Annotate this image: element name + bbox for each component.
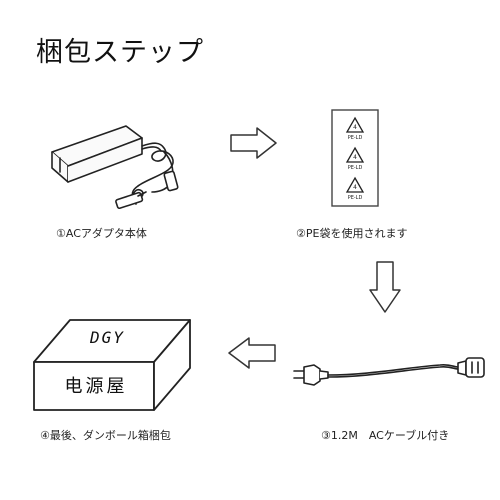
arrow-down-icon xyxy=(368,260,402,314)
page-title: 梱包ステップ xyxy=(36,37,204,68)
pe-bag-label-3: PE-LD xyxy=(347,195,363,201)
cardboard-box-icon: DGY 电源屋 xyxy=(30,310,195,415)
step-1-caption: ①ACアダプタ本体 xyxy=(56,227,147,240)
arrow-right-icon xyxy=(229,126,279,160)
svg-text:4: 4 xyxy=(353,184,357,191)
step-2-caption: ②PE袋を使用されます xyxy=(296,227,408,240)
pe-bag-icon: 4 4 4 PE-LD PE-LD PE-LD xyxy=(330,108,382,208)
svg-text:4: 4 xyxy=(353,154,357,161)
ac-adapter-icon xyxy=(42,108,192,213)
svg-text:4: 4 xyxy=(353,124,357,131)
pe-bag-label-1: PE-LD xyxy=(347,135,363,141)
power-cable-icon xyxy=(290,345,490,395)
box-top-label: DGY xyxy=(90,328,125,347)
step-4-caption: ④最後、ダンボール箱梱包 xyxy=(40,429,171,442)
pe-bag-label-2: PE-LD xyxy=(347,165,363,171)
box-side-label: 电源屋 xyxy=(64,376,128,397)
step-3-caption: ③1.2M ACケーブル付き xyxy=(321,429,450,442)
arrow-left-icon xyxy=(226,336,278,370)
